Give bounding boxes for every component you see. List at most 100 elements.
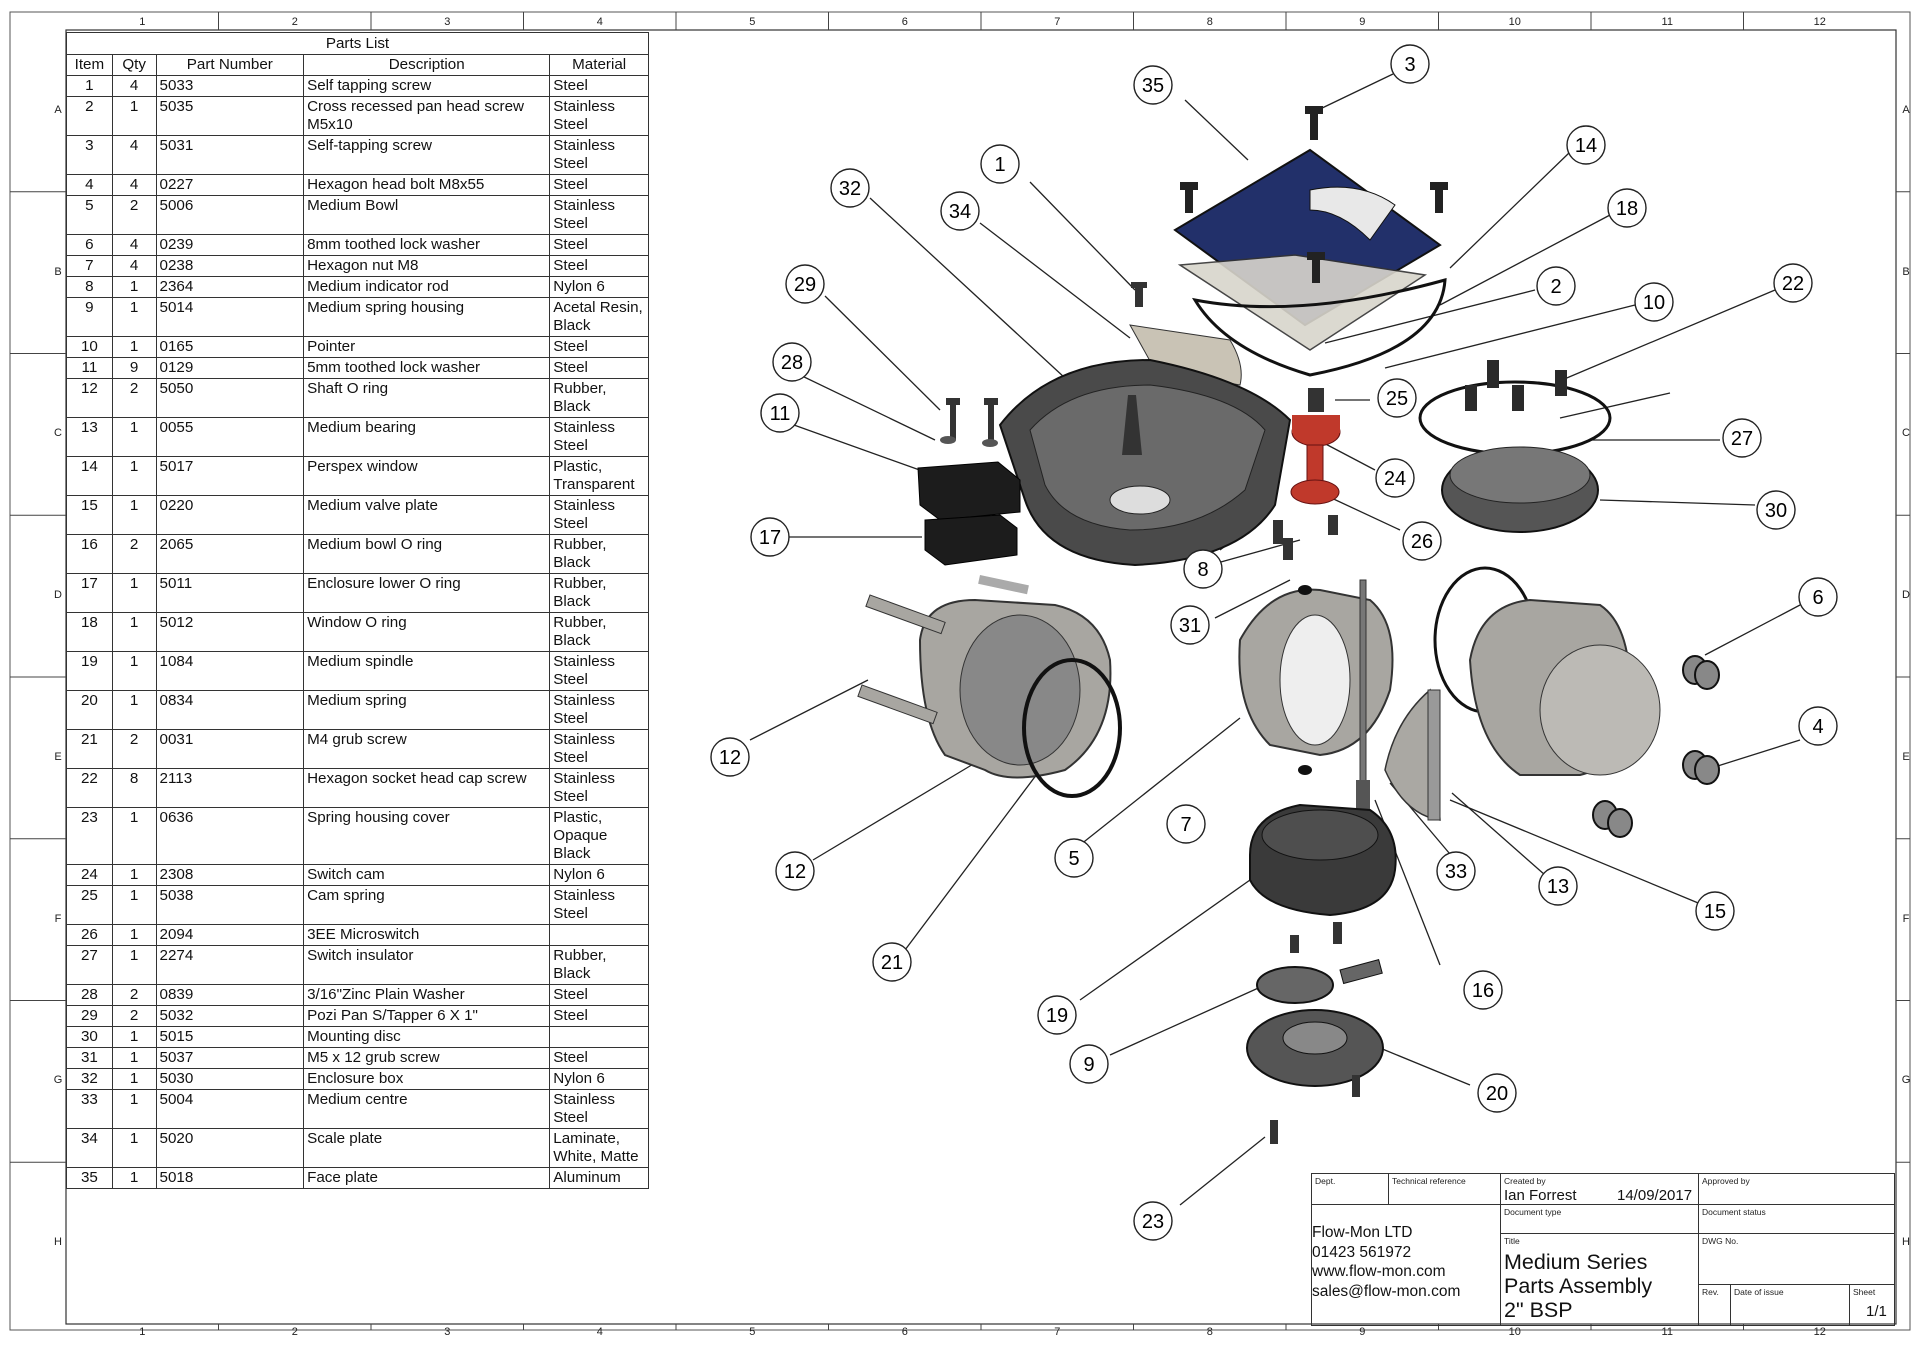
shaft-o-ring-upper <box>1298 585 1312 595</box>
balloon-number: 17 <box>759 527 781 549</box>
balloon-number: 33 <box>1445 861 1467 883</box>
qty-cell: 1 <box>111 864 157 886</box>
part-number-cell: 2274 <box>155 945 305 985</box>
zone-column-label: 2 <box>291 16 298 28</box>
item-cell: 15 <box>66 495 113 535</box>
switch-cam-body <box>1292 415 1340 433</box>
balloon-circle <box>772 342 812 382</box>
balloon-circle <box>1463 970 1503 1010</box>
title-block: Dept. Technical reference Created by Ian… <box>1311 1173 1895 1326</box>
balloon-circle <box>1634 282 1674 322</box>
material-cell: Acetal Resin, Black <box>549 297 649 337</box>
zone-column-label: 1 <box>139 16 146 28</box>
description-cell: Hexagon head bolt M8x55 <box>303 174 551 196</box>
qty-cell: 9 <box>111 357 157 379</box>
balloon-circle <box>1436 851 1476 891</box>
medium-bowl-o-ring-left <box>1022 658 1122 798</box>
material-cell: Stainless Steel <box>549 96 649 136</box>
balloon-circle <box>1133 1201 1173 1241</box>
face-screws <box>1180 106 1448 283</box>
created-date-value: 14/09/2017 <box>1617 1187 1693 1204</box>
indicator-rod <box>1306 444 1324 486</box>
washer-28b <box>982 439 998 447</box>
company-website: www.flow-mon.com <box>1312 1263 1446 1280</box>
part-number-cell: 5038 <box>155 885 305 925</box>
material-cell: Plastic, Transparent <box>549 456 649 496</box>
material-cell: Rubber, Black <box>549 573 649 613</box>
qty-cell: 1 <box>111 945 157 985</box>
item-cell: 28 <box>66 984 113 1006</box>
zone-column-label: 12 <box>1813 1326 1826 1338</box>
qty-cell: 2 <box>111 534 157 574</box>
material-cell: Stainless Steel <box>549 495 649 535</box>
zone-column-label: 7 <box>1054 1326 1061 1338</box>
zone-column-label: 3 <box>444 1326 451 1338</box>
balloon-number: 12 <box>784 861 806 883</box>
part-number-cell: 5037 <box>155 1047 305 1069</box>
indicator-rod-base <box>1290 479 1340 505</box>
part-number-cell: 0636 <box>155 807 305 865</box>
date-of-issue-label: Date of issue <box>1734 1287 1784 1297</box>
medium-bearing <box>1356 780 1370 815</box>
created-by-label: Created by <box>1504 1176 1546 1186</box>
valve-plate-stem <box>1427 689 1441 821</box>
qty-cell: 1 <box>111 807 157 865</box>
medium-spindle <box>1359 579 1367 811</box>
description-cell: M5 x 12 grub screw <box>303 1047 551 1069</box>
description-cell: M4 grub screw <box>303 729 551 769</box>
created-by-cell: Created by Ian Forrest 14/09/2017 <box>1500 1173 1699 1205</box>
item-balloon: 31 <box>1170 605 1210 645</box>
balloon-number: 31 <box>1179 615 1201 637</box>
header-part-number: Part Number <box>155 54 305 76</box>
balloon-circle <box>1536 266 1576 306</box>
balloon-number: 32 <box>839 178 861 200</box>
material-cell: Stainless Steel <box>549 651 649 691</box>
part-number-cell: 5033 <box>155 75 305 97</box>
zone-column-label: 10 <box>1508 1326 1521 1338</box>
balloon-circle <box>1166 804 1206 844</box>
qty-cell: 2 <box>111 195 157 235</box>
item-cell: 27 <box>66 945 113 985</box>
description-cell: Medium bearing <box>303 417 551 457</box>
qty-cell: 2 <box>111 378 157 418</box>
balloon-circle <box>872 942 912 982</box>
description-cell: Medium spring housing <box>303 297 551 337</box>
part-number-cell: 5031 <box>155 135 305 175</box>
zone-row-label: E <box>1902 750 1910 763</box>
balloon-circle <box>940 191 980 231</box>
part-number-cell: 0227 <box>155 174 305 196</box>
balloon-circle <box>1538 866 1578 906</box>
item-balloon: 16 <box>1463 970 1503 1010</box>
description-cell: Window O ring <box>303 612 551 652</box>
qty-cell: 1 <box>111 1128 157 1168</box>
item-cell: 33 <box>66 1089 113 1129</box>
material-cell: Nylon 6 <box>549 276 649 298</box>
item-cell: 24 <box>66 864 113 886</box>
tech-ref-label: Technical reference <box>1392 1176 1466 1186</box>
mounting-disc-top <box>1449 446 1591 504</box>
item-balloon: 22 <box>1773 263 1813 303</box>
balloon-number: 12 <box>719 747 741 769</box>
zone-row-label: D <box>1902 589 1910 602</box>
item-cell: 19 <box>66 651 113 691</box>
parts-list-table: Parts List Item Qty Part Number Descript… <box>66 32 649 1189</box>
sheet-label: Sheet <box>1853 1287 1876 1297</box>
description-cell: Scale plate <box>303 1128 551 1168</box>
item-cell: 26 <box>66 924 113 946</box>
zone-column-label: 5 <box>749 1326 756 1338</box>
cam-spring <box>1308 388 1324 412</box>
enclosure-boss <box>1122 395 1142 455</box>
qty-cell: 2 <box>111 729 157 769</box>
qty-cell: 1 <box>111 690 157 730</box>
item-balloon: 20 <box>1477 1073 1517 1113</box>
item-balloon: 24 <box>1375 458 1415 498</box>
title-cell: Title Medium Series Parts Assembly 2" BS… <box>1500 1233 1699 1326</box>
balloon-circle <box>1054 838 1094 878</box>
description-cell: Self tapping screw <box>303 75 551 97</box>
balloon-number: 25 <box>1386 388 1408 410</box>
